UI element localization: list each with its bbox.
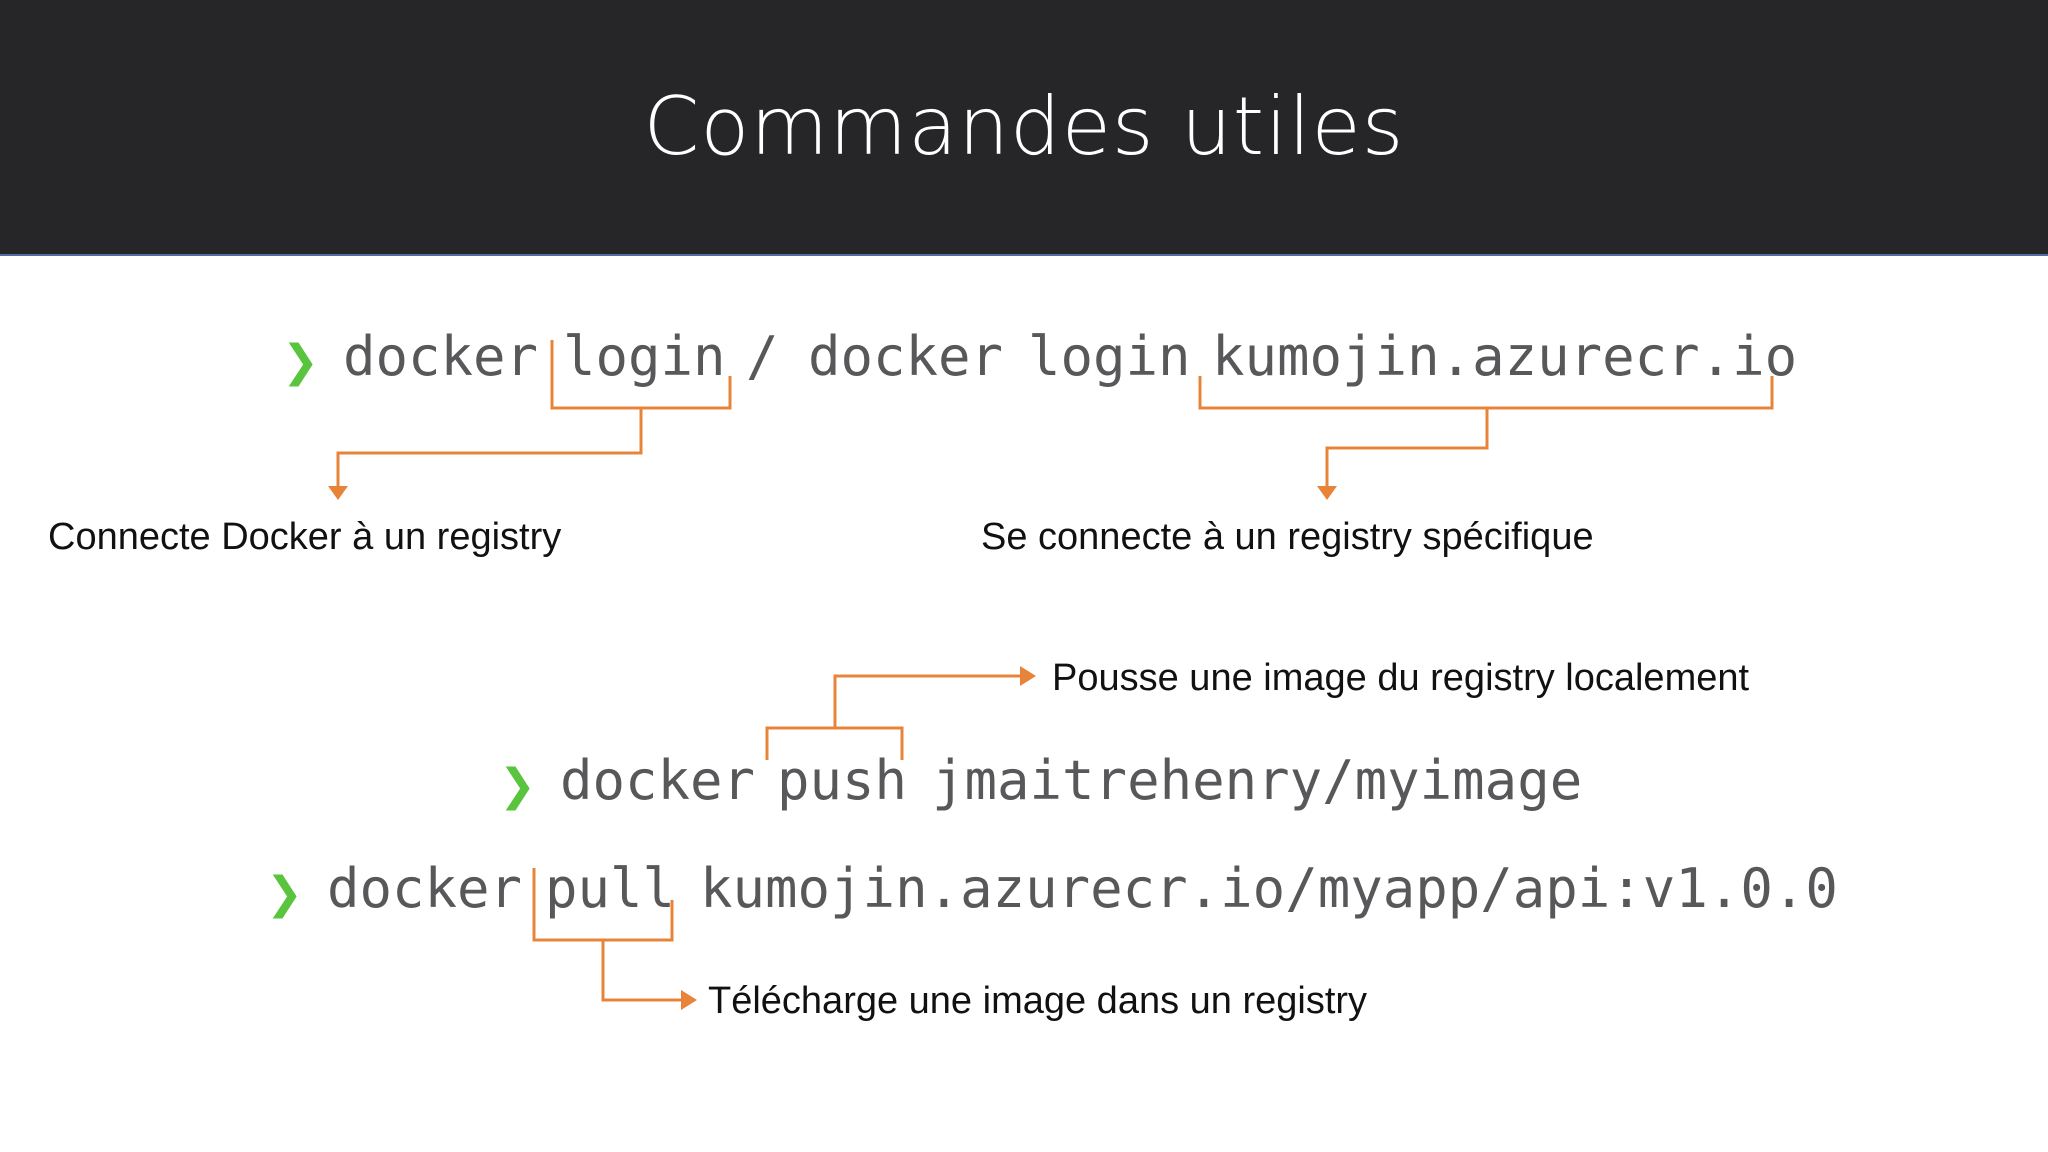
code-slash: / bbox=[746, 325, 779, 388]
code-login: login bbox=[1028, 325, 1191, 388]
code-docker: docker bbox=[327, 857, 523, 920]
annotation-push: Pousse une image du registry localement bbox=[1052, 657, 1750, 699]
annotation-login: Connecte Docker à un registry bbox=[48, 516, 562, 558]
code-push: push bbox=[777, 749, 908, 812]
slide-header: Commandes utiles bbox=[0, 0, 2048, 256]
prompt-icon: ❯ bbox=[282, 336, 319, 387]
login-arrowhead bbox=[328, 486, 348, 500]
code-docker: docker bbox=[560, 749, 756, 812]
registry-connector bbox=[1325, 408, 1489, 488]
prompt-icon: ❯ bbox=[499, 760, 536, 811]
annotation-login-specific: Se connecte à un registry spécifique bbox=[981, 516, 1594, 558]
login-connector bbox=[336, 408, 643, 488]
code-pull: pull bbox=[545, 857, 676, 920]
pull-arrowhead bbox=[681, 990, 697, 1010]
code-docker: docker bbox=[808, 325, 1004, 388]
code-image: jmaitrehenry/myimage bbox=[932, 749, 1583, 812]
code-registry: kumojin.azurecr.io bbox=[1212, 325, 1798, 388]
code-login: login bbox=[563, 325, 726, 388]
code-image: kumojin.azurecr.io/myapp/api:v1.0.0 bbox=[700, 857, 1838, 920]
push-arrowhead bbox=[1020, 666, 1036, 686]
code-docker: docker bbox=[343, 325, 539, 388]
push-connector bbox=[833, 674, 1022, 728]
pull-connector bbox=[601, 940, 683, 1002]
prompt-icon: ❯ bbox=[266, 868, 303, 919]
annotation-pull: Télécharge une image dans un registry bbox=[708, 980, 1368, 1022]
registry-arrowhead bbox=[1317, 486, 1337, 500]
slide-title: Commandes utiles bbox=[643, 80, 1405, 173]
